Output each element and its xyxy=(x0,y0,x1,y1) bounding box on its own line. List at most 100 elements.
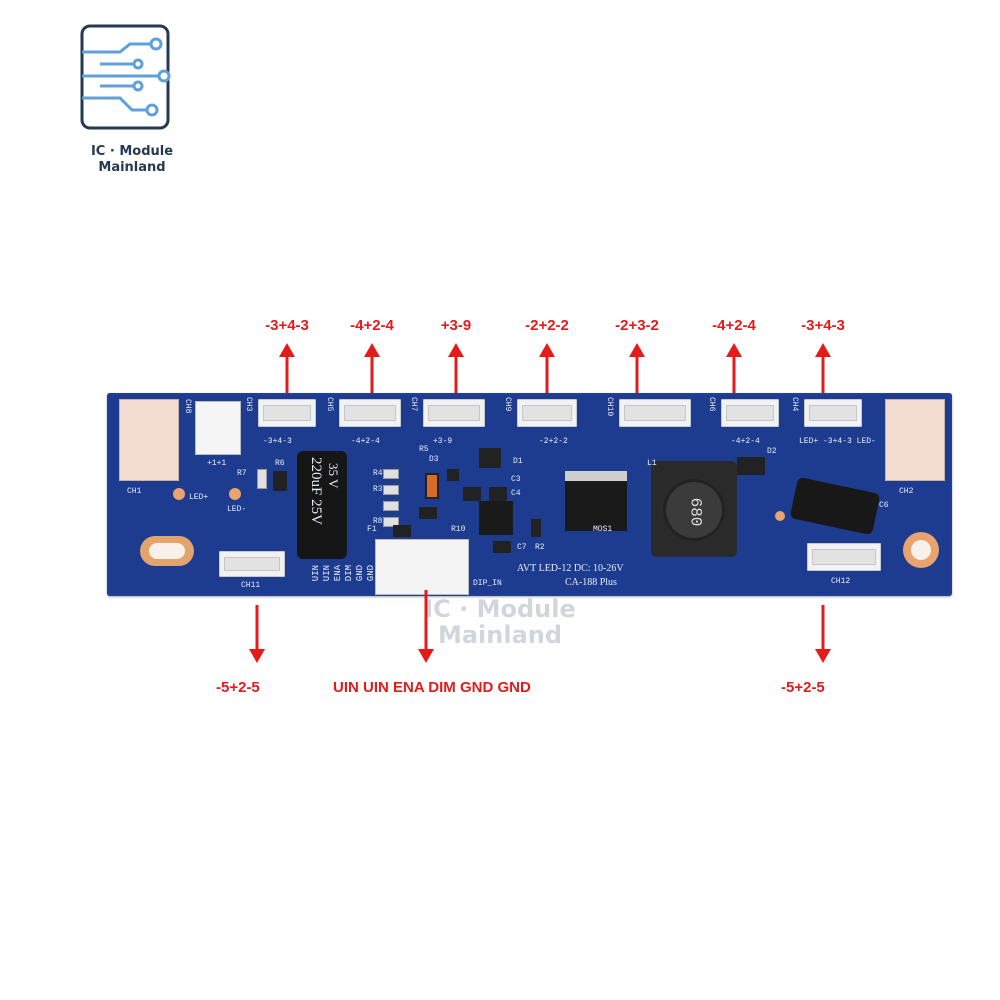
d2-label: D2 xyxy=(767,447,777,456)
ch1-label: CH1 xyxy=(127,487,142,496)
r10-label: R10 xyxy=(451,525,466,534)
ch-top-sub-2: -4+2-4 xyxy=(351,437,380,446)
dip-in-label: DIP_IN xyxy=(473,579,502,588)
top-label-5: -2+3-2 xyxy=(615,317,659,334)
ch-top-label-5: CH10 xyxy=(605,397,614,417)
pin-label-1: UIN xyxy=(311,565,321,582)
connector-ch6 xyxy=(721,399,779,427)
pin-label-2: UIN xyxy=(322,565,332,582)
connector-ch3 xyxy=(258,399,316,427)
watermark-line2: Mainland xyxy=(437,621,563,649)
smd-small-5 xyxy=(419,507,437,519)
ch-top-sub-3: +3-9 xyxy=(433,437,453,446)
connector-ch10 xyxy=(619,399,691,427)
l1-label: L1 xyxy=(647,459,657,468)
resistor-stack-1 xyxy=(383,469,399,479)
ch-top-sub-4: -2+2-2 xyxy=(539,437,568,446)
r4-label: R4 xyxy=(373,469,383,478)
ch-top-sub-5: -4+2-4 xyxy=(731,437,760,446)
smd-small-2 xyxy=(479,448,501,468)
logo-line2: Mainland xyxy=(98,160,166,175)
top-label-4: -2+2-2 xyxy=(525,317,569,334)
connector-ch11 xyxy=(219,551,285,577)
top-label-7: -3+4-3 xyxy=(801,317,845,334)
mosfet-mos1 xyxy=(565,471,627,531)
connector-ch8 xyxy=(195,401,241,455)
ch-top-sub-1: -3+4-3 xyxy=(263,437,292,446)
bottom-label-left: -5+2-5 xyxy=(216,679,260,696)
top-label-2: -4+2-4 xyxy=(350,317,394,334)
logo-line1: IC · Module xyxy=(90,144,174,159)
connector-ch7 xyxy=(423,399,485,427)
r6-label: R6 xyxy=(275,459,285,468)
ch2-label: CH2 xyxy=(899,487,914,496)
ch-top-label-6: CH6 xyxy=(707,397,716,412)
ch-top-label-7: CH4 xyxy=(790,397,799,412)
pin-label-6: GND xyxy=(366,565,376,582)
connector-ch12 xyxy=(807,543,881,571)
resistor-stack-2 xyxy=(383,485,399,495)
ch12-label: CH12 xyxy=(831,577,851,586)
ch-top-label-3: CH7 xyxy=(409,397,418,412)
connector-ch2 xyxy=(885,399,945,481)
orange-resistor xyxy=(425,473,439,499)
pin-label-3: ENA xyxy=(333,565,343,582)
plus-one-label: +1+1 xyxy=(207,459,227,468)
inductor-mark: 680 xyxy=(686,497,705,527)
bottom-arrow-right xyxy=(815,605,831,663)
connector-ch4 xyxy=(804,399,862,427)
inductor-core xyxy=(663,479,725,541)
watermark-line1: IC · Module xyxy=(424,595,576,623)
pin-label-5: GND xyxy=(355,565,365,582)
mounting-hole-right-inner xyxy=(911,540,931,560)
capacitor-220uf xyxy=(297,451,347,559)
smd-c7 xyxy=(493,541,511,553)
led-minus-label: LED- xyxy=(227,505,247,514)
r8-label: R8 xyxy=(373,517,383,526)
test-pad-right xyxy=(775,511,785,521)
smd-r2 xyxy=(531,519,541,537)
connector-ch5 xyxy=(339,399,401,427)
bottom-arrow-left xyxy=(249,605,265,663)
ch-top-label-4: CH9 xyxy=(503,397,512,412)
led-plus-label: LED+ xyxy=(189,493,209,502)
capacitor-c6 xyxy=(789,476,881,536)
r5-label: R5 xyxy=(419,445,429,454)
smd-small-1 xyxy=(447,469,459,481)
smd-small-6 xyxy=(393,525,411,537)
resistor-r6 xyxy=(257,469,267,489)
ch-top-sub-6: LED+ -3+4-3 LED- xyxy=(799,437,876,446)
d3-label: D3 xyxy=(429,455,439,464)
d1-label: D1 xyxy=(513,457,523,466)
smd-small-3 xyxy=(463,487,481,501)
ch-top-label-2: CH5 xyxy=(325,397,334,412)
r7-label: R7 xyxy=(237,469,247,478)
r2-label: R2 xyxy=(535,543,545,552)
mos1-label: MOS1 xyxy=(593,525,613,534)
watermark: IC · Module Mainland xyxy=(400,596,600,648)
smd-small-4 xyxy=(489,487,507,501)
dip-in-header xyxy=(375,539,469,595)
logo: IC · Module Mainland xyxy=(62,24,202,184)
led-plus-pad xyxy=(173,488,185,500)
diode-d2 xyxy=(737,457,765,475)
c7-label: C7 xyxy=(517,543,527,552)
model-line2: CA-188 Plus xyxy=(565,577,617,588)
model-line1: AVT LED-12 DC: 10-26V xyxy=(517,563,624,574)
capacitor-volt: 35 V xyxy=(326,463,341,489)
bottom-label-right: -5+2-5 xyxy=(781,679,825,696)
ch-top-label-1: CH3 xyxy=(244,397,253,412)
bottom-arrow-middle xyxy=(418,590,434,663)
bottom-label-middle: UIN UIN ENA DIM GND GND xyxy=(333,679,531,696)
f1-label: F1 xyxy=(367,525,377,534)
c3-label: C3 xyxy=(511,475,521,484)
circuit-board-icon xyxy=(80,24,171,130)
c4-label: C4 xyxy=(511,489,521,498)
top-label-3: +3-9 xyxy=(440,317,472,334)
c6-label: C6 xyxy=(879,501,889,510)
connector-ch1 xyxy=(119,399,179,481)
led-minus-pad xyxy=(229,488,241,500)
smd-chip-a xyxy=(273,471,287,491)
resistor-stack-3 xyxy=(383,501,399,511)
